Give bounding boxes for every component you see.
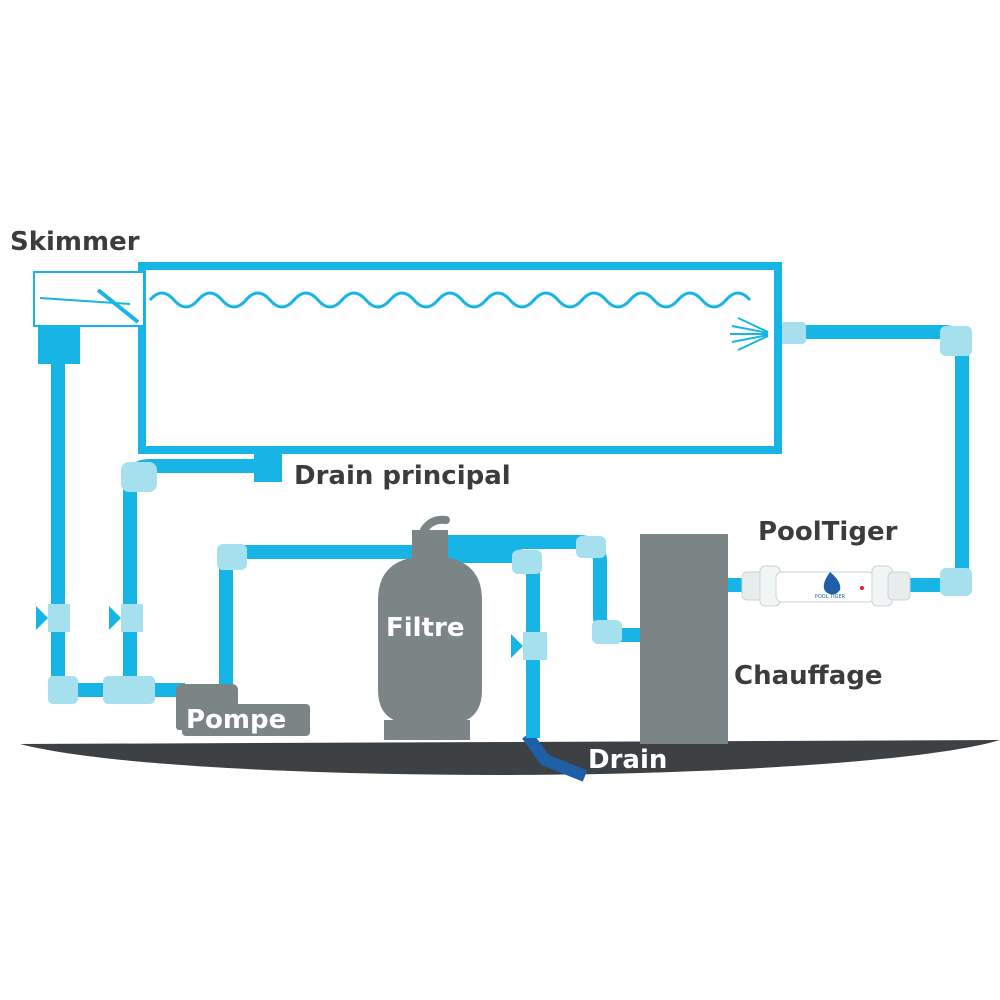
main-drain-pipe	[123, 459, 263, 690]
label-filtre: Filtre	[386, 613, 464, 643]
skimmer	[33, 271, 145, 364]
heater	[640, 534, 728, 744]
pooltiger-drop-icon	[823, 572, 841, 595]
label-chauffage: Chauffage	[734, 661, 883, 691]
valve-drain-icon	[511, 632, 547, 660]
sand-filter	[378, 515, 482, 740]
pooltiger-logo-text: POOL TIGER	[815, 594, 846, 600]
pump	[176, 684, 310, 736]
return-pipe	[790, 325, 969, 592]
valve-skimmer-icon	[36, 604, 70, 632]
return-jet-spray	[730, 317, 769, 351]
skimmer-pipe	[51, 360, 130, 697]
main-drain-box	[254, 452, 282, 482]
label-drain: Drain	[588, 745, 667, 775]
pooltiger-device: POOL TIGER	[741, 565, 911, 607]
label-pooltiger: PoolTiger	[758, 517, 898, 547]
pool-water-surface	[148, 291, 752, 309]
drain-outlet-pipe	[522, 731, 588, 782]
pipe-joints	[48, 322, 972, 704]
label-pompe: Pompe	[186, 705, 286, 735]
label-drain-principal: Drain principal	[294, 461, 511, 491]
valve-main-drain-icon	[109, 604, 143, 632]
valves	[36, 604, 547, 660]
pool-basin	[138, 262, 782, 454]
ground	[20, 740, 1000, 775]
label-skimmer: Skimmer	[10, 227, 140, 257]
